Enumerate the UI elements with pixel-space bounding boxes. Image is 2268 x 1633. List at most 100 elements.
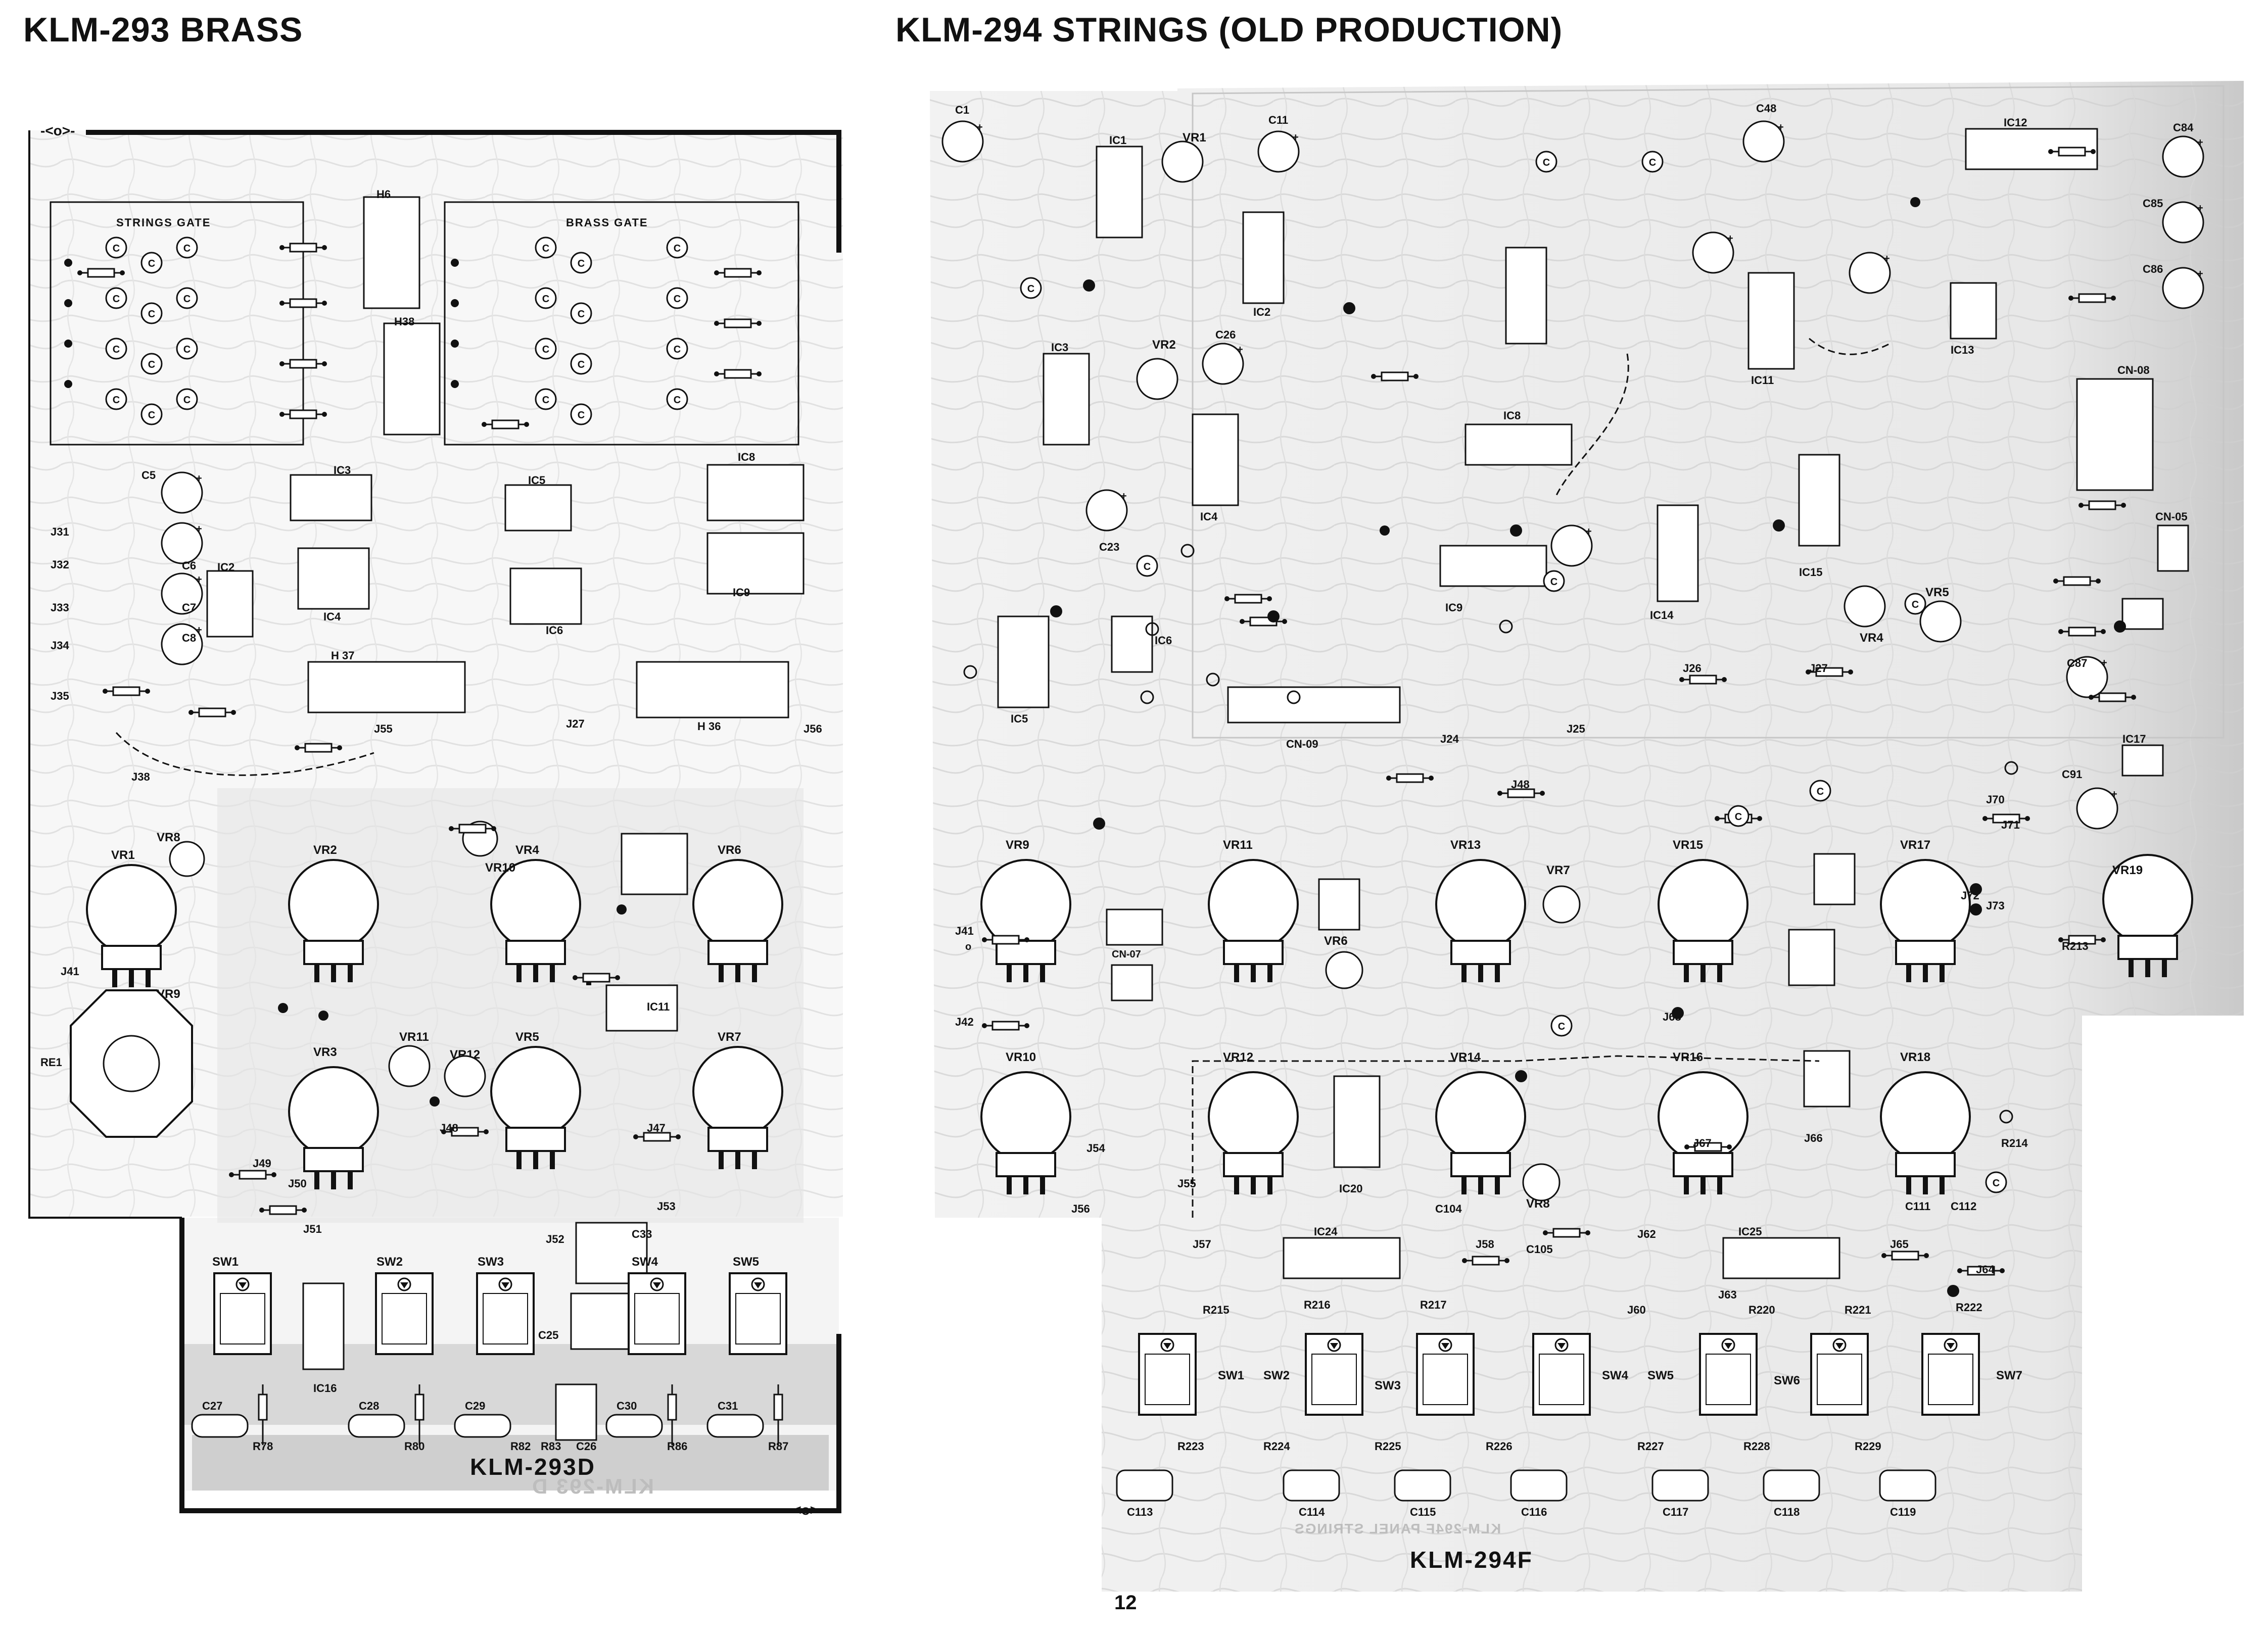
svg-text:J49: J49 bbox=[253, 1157, 271, 1170]
svg-text:IC24: IC24 bbox=[1314, 1225, 1338, 1238]
svg-text:IC20: IC20 bbox=[1339, 1182, 1362, 1195]
page-number: 12 bbox=[1114, 1592, 1137, 1614]
svg-text:J55: J55 bbox=[374, 723, 393, 735]
svg-text:J41: J41 bbox=[61, 965, 79, 978]
svg-text:J63: J63 bbox=[1718, 1288, 1737, 1301]
svg-text:C85: C85 bbox=[2143, 197, 2163, 210]
svg-text:C114: C114 bbox=[1299, 1506, 1325, 1518]
svg-text:IC4: IC4 bbox=[323, 610, 341, 623]
svg-text:R221: R221 bbox=[1845, 1304, 1871, 1316]
svg-text:VR2: VR2 bbox=[313, 843, 337, 857]
svg-text:R86: R86 bbox=[667, 1440, 687, 1453]
svg-text:IC8: IC8 bbox=[1503, 409, 1521, 422]
svg-text:J31: J31 bbox=[51, 525, 69, 538]
svg-text:R226: R226 bbox=[1486, 1440, 1513, 1453]
svg-text:IC8: IC8 bbox=[738, 451, 755, 463]
brass-gate-label: BRASS GATE bbox=[566, 216, 648, 229]
svg-text:IC4: IC4 bbox=[1200, 510, 1218, 523]
svg-text:J55: J55 bbox=[1177, 1177, 1196, 1190]
svg-text:J65: J65 bbox=[1890, 1238, 1909, 1251]
svg-text:SW1: SW1 bbox=[212, 1255, 239, 1269]
right-board-mirror-text: KLM-294F PANEL STRINGS bbox=[1294, 1521, 1501, 1536]
svg-text:VR17: VR17 bbox=[1900, 838, 1930, 852]
svg-text:J25: J25 bbox=[1567, 723, 1585, 735]
svg-text:R220: R220 bbox=[1749, 1304, 1775, 1316]
svg-text:R213: R213 bbox=[2062, 940, 2089, 952]
left-board: -<o>- -<o>- H6 H38 C5 C6 bbox=[28, 123, 843, 1518]
svg-text:SW1: SW1 bbox=[1218, 1369, 1244, 1382]
svg-text:R224: R224 bbox=[1263, 1440, 1290, 1453]
svg-text:R217: R217 bbox=[1420, 1299, 1447, 1311]
svg-text:J56: J56 bbox=[804, 723, 822, 735]
svg-text:IC25: IC25 bbox=[1738, 1225, 1762, 1238]
svg-text:J57: J57 bbox=[1193, 1238, 1211, 1251]
svg-text:C6: C6 bbox=[182, 559, 196, 572]
svg-text:C27: C27 bbox=[202, 1400, 222, 1412]
svg-text:J34: J34 bbox=[51, 639, 69, 652]
svg-text:IC9: IC9 bbox=[733, 586, 750, 599]
svg-text:C87: C87 bbox=[2067, 657, 2087, 669]
svg-text:VR14: VR14 bbox=[1450, 1050, 1481, 1064]
svg-text:J56: J56 bbox=[1071, 1203, 1090, 1215]
svg-text:VR9: VR9 bbox=[1006, 838, 1029, 852]
svg-text:C117: C117 bbox=[1663, 1506, 1688, 1518]
svg-text:J47: J47 bbox=[647, 1122, 666, 1134]
svg-text:VR10: VR10 bbox=[1006, 1050, 1036, 1064]
svg-text:VR13: VR13 bbox=[1450, 838, 1481, 852]
svg-text:R83: R83 bbox=[541, 1440, 561, 1453]
left-board-id: KLM-293D bbox=[470, 1454, 596, 1480]
svg-text:IC14: IC14 bbox=[1650, 609, 1674, 621]
svg-text:IC16: IC16 bbox=[313, 1382, 337, 1395]
svg-text:VR10: VR10 bbox=[485, 861, 515, 875]
svg-text:J26: J26 bbox=[1683, 662, 1702, 675]
svg-text:IC11: IC11 bbox=[647, 1000, 670, 1013]
svg-text:J38: J38 bbox=[131, 771, 150, 783]
svg-text:J58: J58 bbox=[1476, 1238, 1494, 1251]
svg-text:C26: C26 bbox=[576, 1440, 596, 1453]
svg-text:C28: C28 bbox=[359, 1400, 379, 1412]
svg-text:CN-09: CN-09 bbox=[1286, 738, 1318, 750]
svg-text:J27: J27 bbox=[1809, 662, 1828, 675]
svg-text:IC9: IC9 bbox=[1445, 601, 1462, 614]
svg-text:J52: J52 bbox=[546, 1233, 564, 1245]
svg-text:IC2: IC2 bbox=[1253, 306, 1270, 318]
svg-text:-<o>-: -<o>- bbox=[788, 1502, 823, 1518]
svg-text:SW3: SW3 bbox=[1375, 1379, 1401, 1392]
svg-text:VR12: VR12 bbox=[1223, 1050, 1253, 1064]
svg-text:J24: J24 bbox=[1440, 733, 1459, 745]
svg-text:C11: C11 bbox=[1268, 114, 1288, 126]
svg-text:VR18: VR18 bbox=[1900, 1050, 1930, 1064]
svg-text:J51: J51 bbox=[303, 1223, 322, 1235]
right-board-id: KLM-294F bbox=[1410, 1547, 1533, 1573]
svg-text:R80: R80 bbox=[404, 1440, 424, 1453]
svg-text:VR15: VR15 bbox=[1673, 838, 1703, 852]
svg-text:C1: C1 bbox=[955, 104, 969, 116]
svg-text:R229: R229 bbox=[1855, 1440, 1881, 1453]
svg-text:CN-08: CN-08 bbox=[2117, 364, 2150, 376]
svg-text:IC5: IC5 bbox=[1011, 712, 1028, 725]
left-board-title: KLM-293 BRASS bbox=[23, 11, 303, 49]
svg-text:J53: J53 bbox=[657, 1200, 676, 1213]
svg-text:VR11: VR11 bbox=[1223, 838, 1253, 852]
svg-text:IC1: IC1 bbox=[1109, 134, 1126, 147]
svg-text:C48: C48 bbox=[1756, 102, 1776, 115]
svg-text:C105: C105 bbox=[1526, 1243, 1553, 1256]
svg-text:H 37: H 37 bbox=[331, 649, 354, 662]
svg-text:J66: J66 bbox=[1804, 1132, 1823, 1144]
svg-text:R215: R215 bbox=[1203, 1304, 1230, 1316]
svg-text:J35: J35 bbox=[51, 690, 69, 702]
svg-text:R228: R228 bbox=[1743, 1440, 1770, 1453]
svg-text:VR2: VR2 bbox=[1152, 338, 1176, 352]
svg-text:SW5: SW5 bbox=[1647, 1369, 1674, 1382]
svg-text:R216: R216 bbox=[1304, 1299, 1331, 1311]
svg-text:R214: R214 bbox=[2001, 1137, 2028, 1149]
svg-text:J67: J67 bbox=[1693, 1137, 1712, 1149]
svg-text:C118: C118 bbox=[1774, 1506, 1800, 1518]
svg-text:R222: R222 bbox=[1956, 1301, 1982, 1314]
svg-text:R82: R82 bbox=[510, 1440, 531, 1453]
svg-text:J41: J41 bbox=[955, 925, 974, 937]
svg-text:C29: C29 bbox=[465, 1400, 485, 1412]
svg-text:J48: J48 bbox=[1511, 778, 1530, 791]
